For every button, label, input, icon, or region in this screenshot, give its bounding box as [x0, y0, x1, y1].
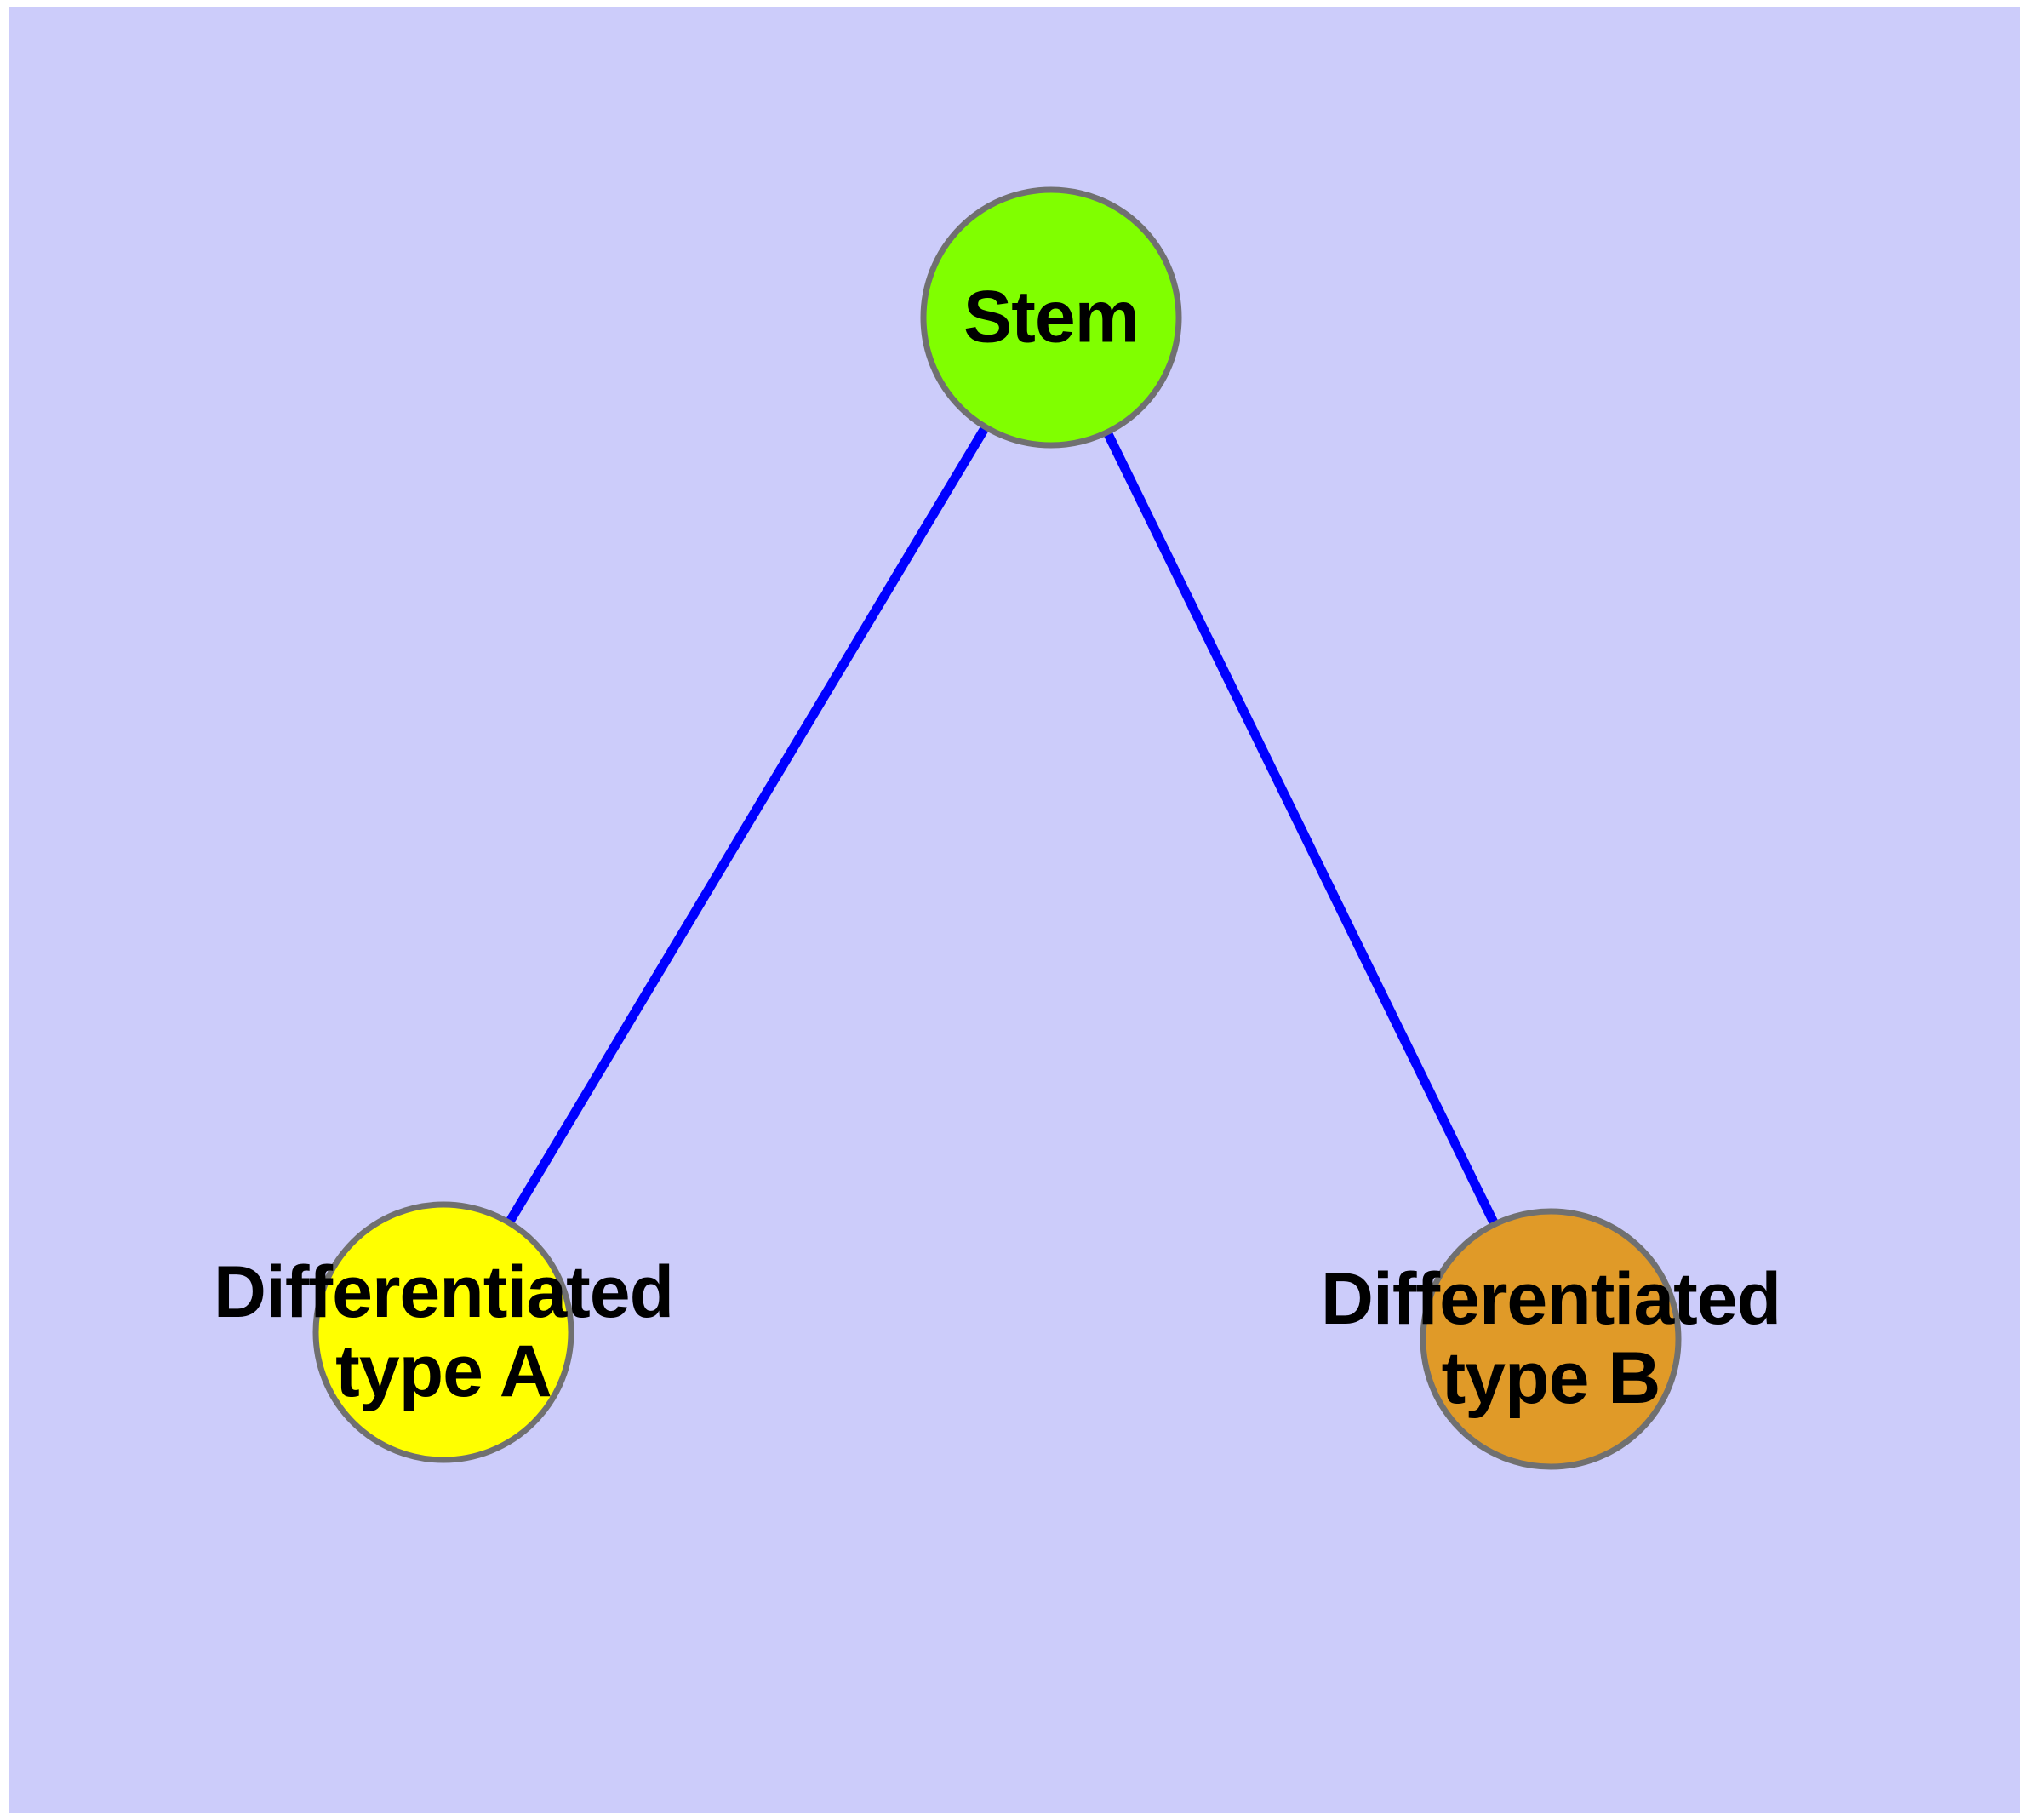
node-layer [312, 186, 1682, 1470]
graph-node-diff_b[interactable] [1420, 1208, 1682, 1470]
graph-edge [1101, 426, 1500, 1230]
edge-layer [503, 421, 1500, 1230]
graph-node-diff_a[interactable] [312, 1201, 574, 1463]
graph-node-stem[interactable] [920, 186, 1182, 449]
graph-edge [503, 421, 992, 1228]
